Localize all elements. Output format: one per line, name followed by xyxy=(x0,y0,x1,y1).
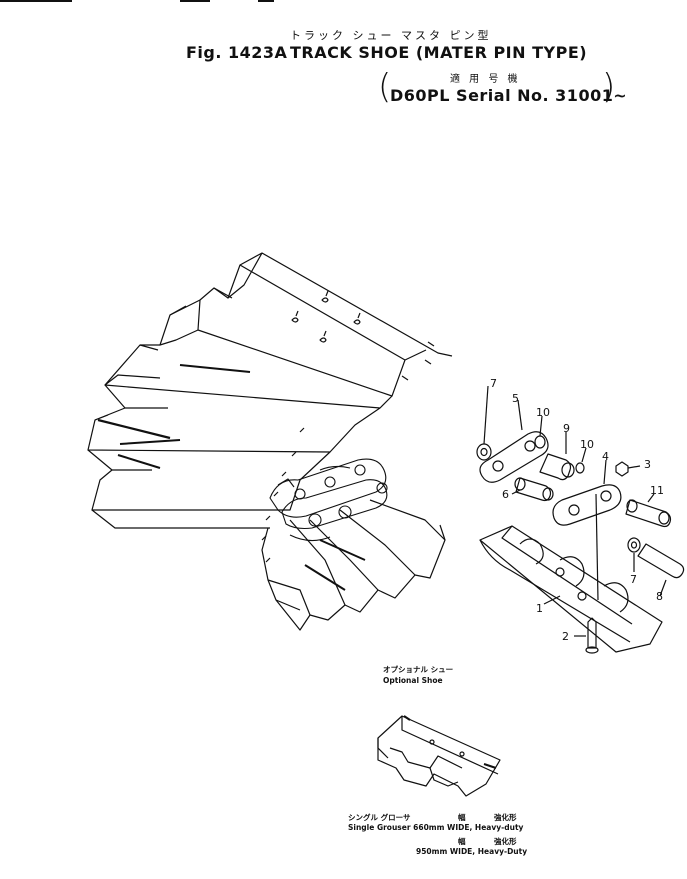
caption-950: 950mm WIDE, Heavy-Duty xyxy=(416,847,528,856)
callout-7: 7 xyxy=(630,573,637,586)
callout-10: 10 xyxy=(580,438,594,451)
top-border-line xyxy=(0,0,72,2)
caption-heavy-duty-jp: 強化形 xyxy=(494,813,517,822)
exploded-parts xyxy=(476,385,685,654)
caption-single-grouser-660: Single Grouser 660mm WIDE, Heavy-duty xyxy=(348,823,524,832)
caption-width-jp: 幅 xyxy=(458,837,466,846)
serial-range: D60PL Serial No. 31001∼ xyxy=(390,86,628,105)
applicable-models-label: 適 用 号 機 xyxy=(450,74,521,85)
title-japanese: トラック シュー マスタ ピン型 xyxy=(290,29,492,42)
caption-single-grouser-jp: シングル グローサ xyxy=(348,813,411,822)
callout-11: 11 xyxy=(650,484,664,497)
paren-open: ( xyxy=(378,67,392,107)
callout-7: 7 xyxy=(490,377,497,390)
optional-shoe-label: Optional Shoe xyxy=(383,676,443,685)
callout-10: 10 xyxy=(536,406,550,419)
callout-9: 9 xyxy=(563,422,570,435)
optional-shoe-label-jp: オプショナル シュー xyxy=(383,665,454,674)
top-border-line xyxy=(180,0,210,2)
callout-5: 5 xyxy=(512,392,519,405)
track-chain-assembly xyxy=(87,252,453,631)
callout-3: 3 xyxy=(644,458,651,471)
callout-4: 4 xyxy=(602,450,609,463)
callout-1: 1 xyxy=(536,602,543,615)
caption-width-jp: 幅 xyxy=(458,813,466,822)
callout-2: 2 xyxy=(562,630,569,643)
callout-8: 8 xyxy=(656,590,663,603)
callout-6: 6 xyxy=(502,488,509,501)
page-title: TRACK SHOE (MATER PIN TYPE) xyxy=(290,43,588,62)
top-border-line xyxy=(258,0,274,2)
paren-close: ) xyxy=(602,67,616,107)
figure-number: Fig. 1423A xyxy=(186,43,288,62)
caption-heavy-duty-jp: 強化形 xyxy=(494,837,517,846)
optional-shoe-illustration xyxy=(377,715,501,797)
